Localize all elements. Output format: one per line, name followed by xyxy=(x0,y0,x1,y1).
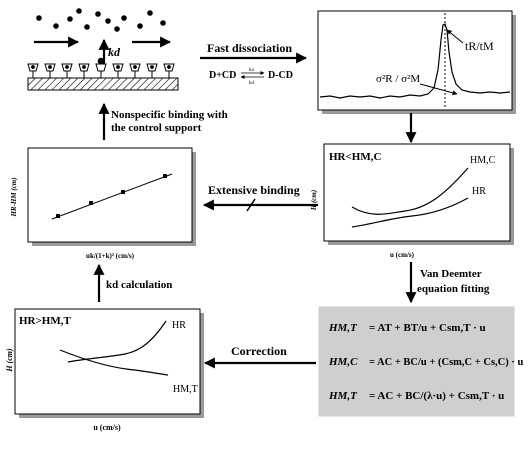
svg-text:= AC + BC/(λ·u) + Csm,T · u: = AC + BC/(λ·u) + Csm,T · u xyxy=(369,390,504,402)
curve-label-hmc: HM,C xyxy=(470,155,496,166)
curve-hmt xyxy=(59,349,169,376)
curve-label-hr-upper: HR xyxy=(172,320,186,331)
binding-schematic: kd xyxy=(27,8,179,91)
van-deemter-label-line2: equation fitting xyxy=(417,283,490,295)
plot-ylabel-hr-hmt: H (cm) xyxy=(5,348,14,373)
fast-dissociation-step: Fast dissociation D+CD ka kd D-CD xyxy=(200,41,308,86)
curve-label-hr: HR xyxy=(472,186,486,197)
fast-dissociation-label: Fast dissociation xyxy=(207,41,292,55)
svg-text:HM,T: HM,T xyxy=(328,322,358,334)
svg-text:= AC + BC/u + (Csm,C + Cs,C) ·: = AC + BC/u + (Csm,C + Cs,C) · u xyxy=(369,357,523,368)
reaction-product: D-CD xyxy=(268,70,293,81)
nonspecific-label-line1: Nonspecific binding with xyxy=(111,109,228,121)
variance-pointer xyxy=(419,83,458,96)
extensive-binding-label: Extensive binding xyxy=(208,183,300,197)
peak-label-pointer xyxy=(446,29,464,44)
van-deemter-step: Van Deemter equation fitting xyxy=(405,262,490,304)
plot-xlabel-linear: uk/(1+k)² (cm/s) xyxy=(86,252,135,260)
reaction-ka: ka xyxy=(249,68,255,73)
drug-molecules xyxy=(36,8,166,32)
plot-hr-greater-hmt: HR>HM,T H (cm) HR HM,T u (cm/s) xyxy=(5,308,204,432)
peak-time-ratio: tR/tM xyxy=(465,39,494,53)
nonspecific-binding-step: Nonspecific binding with the control sup… xyxy=(98,102,228,140)
variance-ratio: σ²R / σ²M xyxy=(376,73,420,85)
linear-fit-line xyxy=(51,173,173,220)
curve-label-hmt: HM,T xyxy=(173,384,198,395)
curve-hmc xyxy=(351,167,469,215)
linear-data-points xyxy=(56,174,167,218)
equations-panel: HM,T = AT + BT/u + Csm,T · u HM,C = AC +… xyxy=(318,306,523,417)
blocked-path-tick xyxy=(246,198,256,212)
plot-xlabel-hr-hmc: u (cm/s) xyxy=(390,251,415,259)
plot-hr-less-hmc: HR<HM,C H (cm) HM,C HR u (cm/s) xyxy=(310,143,514,259)
van-deemter-label-line1: Van Deemter xyxy=(420,268,482,280)
equation-3: HM,T = AC + BC/(λ·u) + Csm,T · u xyxy=(328,390,504,402)
chromatogram-trace xyxy=(319,23,511,99)
kd-calculation-step: kd calculation xyxy=(93,263,172,302)
kd-calculation-label: kd calculation xyxy=(106,279,172,291)
nonspecific-label-line2: the control support xyxy=(111,122,202,134)
equation-2: HM,C = AC + BC/u + (Csm,C + Cs,C) · u xyxy=(328,356,523,368)
svg-text:HM,C: HM,C xyxy=(328,356,358,368)
svg-text:HM,T: HM,T xyxy=(328,390,358,402)
plot-ylabel-linear: HR-HM (cm) xyxy=(10,177,18,217)
plot-linear-kd: HR-HM (cm) uk/(1+k)² (cm/s) xyxy=(10,147,196,260)
correction-label: Correction xyxy=(231,344,287,358)
curve-hr xyxy=(351,197,469,228)
extensive-binding-step: Extensive binding xyxy=(202,183,318,212)
chromatogram-panel: tR/tM σ²R / σ²M xyxy=(317,10,516,114)
correction-step: Correction xyxy=(203,344,316,369)
reaction-kd: kd xyxy=(249,81,255,86)
plot-xlabel-hr-hmt: u (cm/s) xyxy=(93,423,121,432)
kd-label: kd xyxy=(108,45,121,59)
reaction-reactants: D+CD xyxy=(209,70,236,81)
plot-ylabel-hr-hmc: H (cm) xyxy=(310,190,318,211)
equation-1: HM,T = AT + BT/u + Csm,T · u xyxy=(328,322,486,334)
support-surface xyxy=(27,77,179,91)
svg-text:= AT + BT/u + Csm,T · u: = AT + BT/u + Csm,T · u xyxy=(369,322,486,334)
plot-title-hr-hmc: HR<HM,C xyxy=(329,151,381,163)
plot-title-hr-hmt: HR>HM,T xyxy=(19,315,71,327)
binding-agents xyxy=(27,57,175,78)
